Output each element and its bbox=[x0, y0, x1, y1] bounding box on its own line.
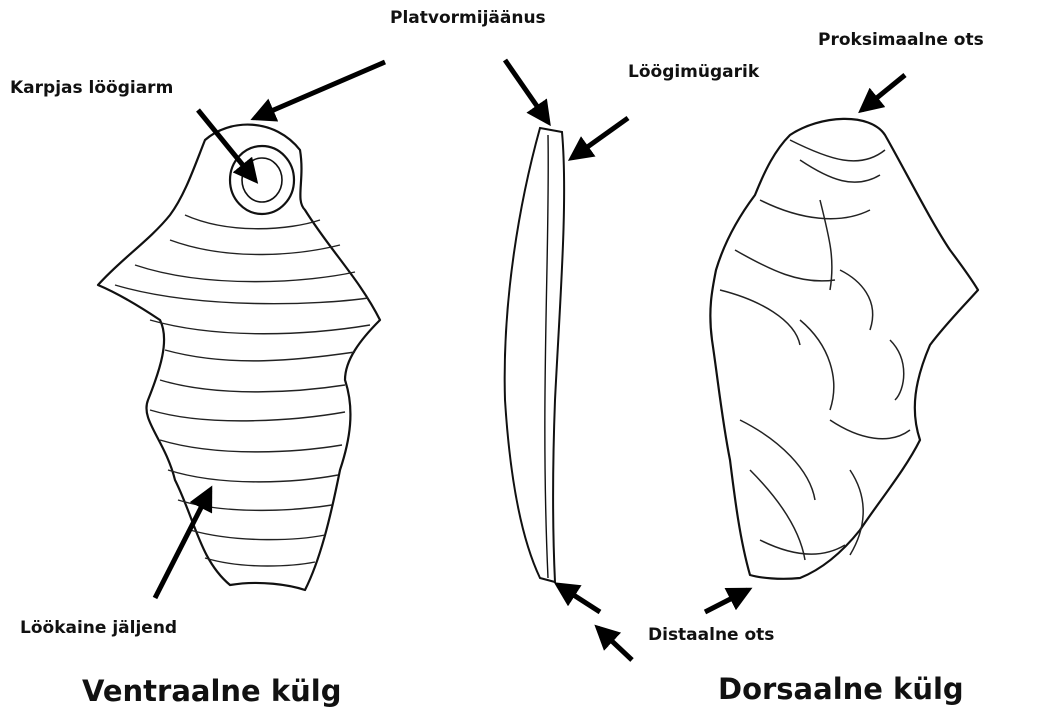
ventral-outline bbox=[98, 125, 380, 590]
label-ventral-view: Ventraalne külg bbox=[82, 674, 341, 708]
arrow-proximal-end bbox=[862, 75, 905, 110]
label-platform-remnant: Platvormijäänus bbox=[390, 8, 546, 28]
ripple-lines bbox=[115, 215, 370, 566]
ventral-flake bbox=[98, 125, 380, 590]
label-distal-end: Distaalne ots bbox=[648, 625, 774, 645]
label-bulbar-scar: Karpjas löögiarm bbox=[10, 78, 173, 98]
arrow-bulbar-scar-a bbox=[255, 62, 385, 118]
profile-outline bbox=[505, 128, 564, 582]
arrow-distal-end-c bbox=[705, 590, 748, 612]
arrow-distal-end-b bbox=[598, 628, 632, 660]
arrow-platform-remnant bbox=[505, 60, 548, 122]
arrow-distal-end-a bbox=[558, 585, 600, 612]
dorsal-flake bbox=[710, 119, 978, 579]
label-ripple-marks: Löökaine jäljend bbox=[20, 618, 177, 638]
profile-flake bbox=[505, 128, 564, 582]
label-bulb-of-percussion: Löögimügarik bbox=[628, 62, 759, 82]
label-proximal-end: Proksimaalne ots bbox=[818, 30, 984, 50]
arrow-bulbar-scar-b bbox=[198, 110, 255, 180]
bulbar-scar-shape bbox=[230, 146, 294, 214]
label-dorsal-view: Dorsaalne külg bbox=[718, 672, 964, 706]
dorsal-outline bbox=[710, 119, 978, 579]
arrow-bulb-of-percussion bbox=[572, 118, 628, 158]
